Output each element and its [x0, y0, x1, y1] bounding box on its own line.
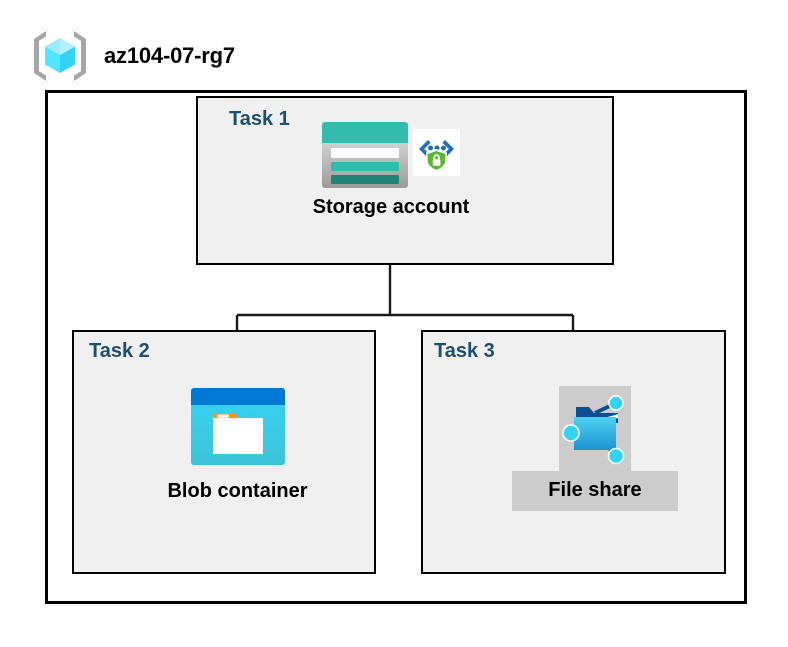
task-label-task3: Task 3 [434, 340, 495, 362]
node-caption-blob-container: Blob container [167, 480, 308, 502]
node-storage-account[interactable]: Storage account [296, 122, 486, 219]
blob-container-icon [190, 388, 285, 465]
node-file-share[interactable]: File share [500, 386, 690, 511]
storage-account-icon [322, 122, 408, 188]
task-label-task2: Task 2 [89, 340, 150, 362]
task-box-task2[interactable] [72, 330, 376, 574]
node-caption-storage-account: Storage account [312, 196, 470, 218]
resource-group-cube-icon [34, 31, 86, 81]
task-label-task1: Task 1 [229, 108, 290, 130]
node-caption-file-share: File share [512, 471, 678, 511]
resource-group-header: az104-07-rg7 [30, 26, 235, 86]
storage-account-icon-row [322, 122, 460, 192]
page-title: az104-07-rg7 [104, 43, 235, 68]
file-share-icon [562, 394, 625, 464]
secure-endpoint-icon [413, 129, 460, 176]
file-share-selection-highlight [559, 386, 631, 471]
node-blob-container[interactable]: Blob container [155, 388, 320, 503]
